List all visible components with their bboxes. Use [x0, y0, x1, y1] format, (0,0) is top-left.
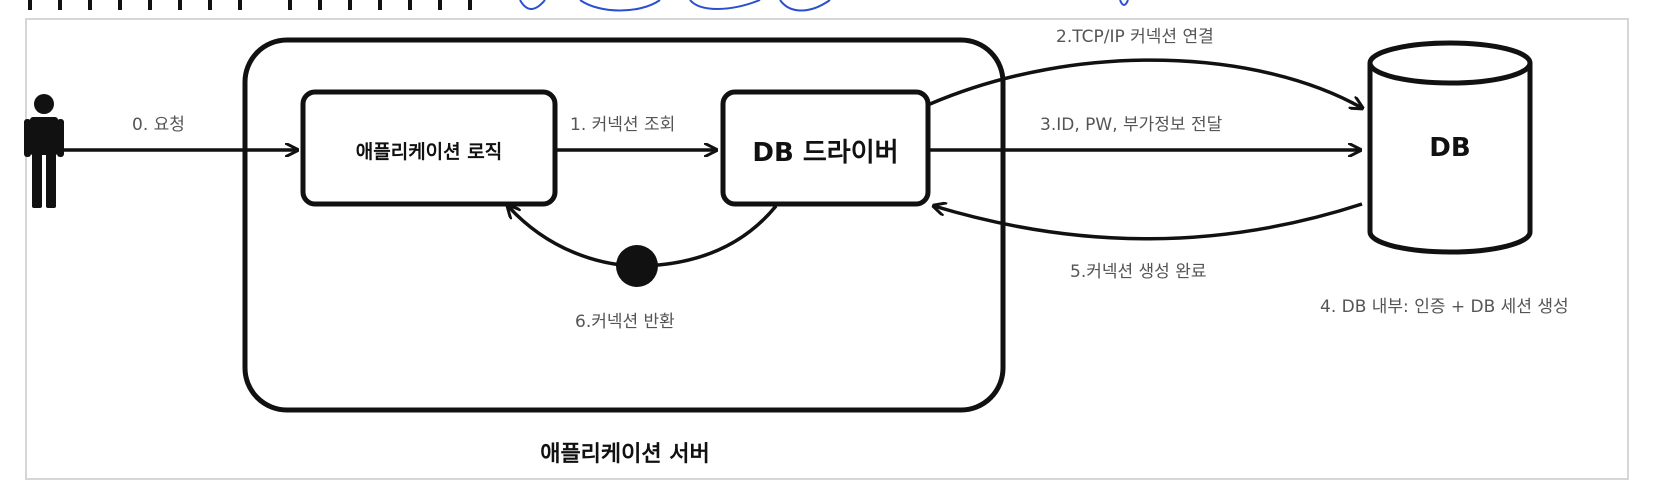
- top-cropped-header: [0, 0, 1654, 20]
- app-server-label: 애플리케이션 서버: [540, 442, 710, 467]
- app-logic-label: 애플리케이션 로직: [355, 141, 503, 163]
- edge-label-send-credentials: 3.ID, PW, 부가정보 전달: [1040, 115, 1223, 135]
- connection-token: [616, 245, 658, 287]
- app-logic-node: [300, 89, 558, 207]
- edge-label-conn-created: 5.커넥션 생성 완료: [1070, 262, 1207, 282]
- edge-label-request: 0. 요청: [132, 115, 185, 135]
- db-cylinder-node: [1367, 40, 1533, 255]
- db-label: DB: [1429, 133, 1471, 163]
- edge-tcp-connect: [929, 58, 1362, 108]
- db-driver-node: [720, 89, 931, 207]
- cropped-heading-strokes: [28, 0, 1129, 12]
- db-driver-label: DB 드라이버: [752, 138, 899, 168]
- handwritten-blue-scribble: [519, 0, 1129, 12]
- edge-label-conn-return: 6.커넥션 반환: [575, 312, 675, 332]
- edge-label-tcp-connect: 2.TCP/IP 커넥션 연결: [1056, 27, 1214, 47]
- edge-label-db-internal: 4. DB 내부: 인증 + DB 세션 생성: [1320, 297, 1569, 317]
- edge-conn-created: [934, 204, 1363, 241]
- edge-label-conn-lookup: 1. 커넥션 조회: [570, 115, 676, 135]
- user-icon: [24, 94, 64, 208]
